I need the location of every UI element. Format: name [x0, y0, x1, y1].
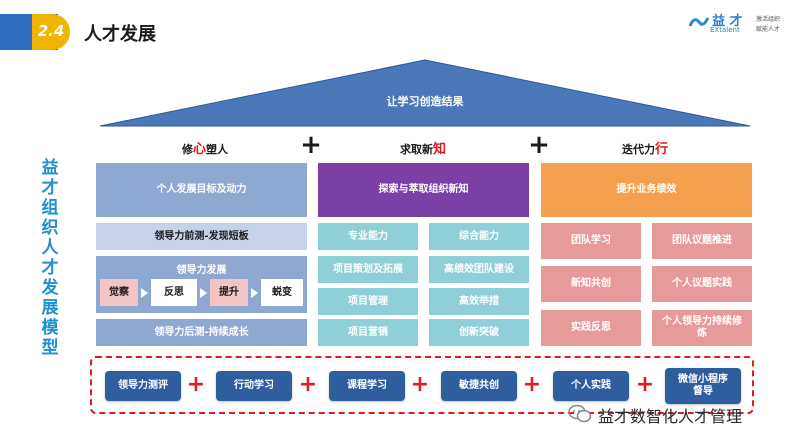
dev-step-4: 蜕变: [261, 279, 303, 306]
wechat-icon: [568, 404, 592, 423]
logo-tagline-1: 激活组织: [756, 16, 781, 23]
middle-cell: 创新突破: [429, 319, 529, 346]
middle-cell: 高绩效团队建设: [429, 256, 529, 283]
bottom-bar: [90, 356, 754, 414]
right-cell: 团队学习: [541, 223, 641, 259]
middle-cell: 项目策划及拓展: [318, 256, 418, 283]
right-column-header: 提升业务绩效: [541, 163, 752, 217]
watermark: 益才数智化人才管理: [568, 401, 788, 427]
right-cell: 个人议题实践: [652, 266, 752, 302]
arrow-right-icon: [141, 288, 148, 298]
bottom-item-4: 敏捷共创: [441, 371, 517, 401]
section-number: 2.4: [37, 22, 65, 40]
logo-brand-en: EXtalent: [710, 26, 740, 34]
bottom-item-1: 领导力测评: [105, 371, 181, 401]
dev-step-3: 提升: [210, 279, 248, 306]
logo-tagline-2: 赋能人才: [756, 26, 781, 33]
middle-cell: 项目营销: [318, 319, 418, 346]
page-title: 人才发展: [84, 24, 156, 45]
leadership-pre-assessment: 领导力前测-发现短板: [96, 223, 307, 250]
bottom-plus-4: +: [522, 372, 542, 397]
brand-logo: 益 才 EXtalent 激活组织 赋能人才: [688, 10, 788, 38]
logo-wave-icon: [688, 17, 710, 27]
bottom-plus-1: +: [186, 372, 206, 397]
pillar-label-1: 修心塑人: [181, 142, 228, 157]
bottom-plus-3: +: [410, 372, 430, 397]
right-cell: 个人领导力持续修炼: [652, 310, 752, 346]
arrow-right-icon: [200, 288, 207, 298]
bottom-item-3: 课程学习: [329, 371, 405, 401]
middle-cell: 项目管理: [318, 288, 418, 315]
bottom-item-2: 行动学习: [216, 371, 292, 401]
vertical-title: 益才组织人才发展模型: [41, 158, 59, 358]
pillar-label-2: 求取新知: [399, 142, 446, 157]
left-column-header: 个人发展目标及动力: [96, 163, 307, 217]
leadership-post-assessment: 领导力后测-持续成长: [96, 319, 307, 346]
section-number-badge: [32, 14, 70, 50]
middle-cell: 综合能力: [429, 223, 529, 250]
roof-label: 让学习创造结果: [386, 95, 464, 108]
logo-brand-cn: 益 才: [712, 14, 743, 29]
middle-cell: 高效举措: [429, 288, 529, 315]
roof-triangle: [99, 59, 751, 127]
right-cell: 实践反思: [541, 310, 641, 346]
middle-column-header: 探索与萃取组织新知: [318, 163, 529, 217]
arrow-right-icon: [251, 288, 258, 298]
bottom-plus-2: +: [298, 372, 318, 397]
dev-step-2: 反思: [151, 279, 197, 306]
middle-cell: 专业能力: [318, 223, 418, 250]
dev-step-1: 觉察: [100, 279, 138, 306]
bottom-item-5: 个人实践: [553, 371, 629, 401]
watermark-text: 益才数智化人才管理: [598, 407, 743, 426]
right-cell: 团队议题推进: [652, 223, 752, 259]
pillar-plus-1: +: [300, 130, 322, 160]
bottom-item-6: 微信小程序 督导: [665, 368, 741, 404]
pillar-label-3: 迭代力行: [621, 142, 668, 157]
leadership-development-title: 领导力发展: [176, 265, 227, 276]
bottom-plus-5: +: [635, 372, 655, 397]
right-cell: 新知共创: [541, 266, 641, 302]
pillar-plus-2: +: [528, 130, 550, 160]
